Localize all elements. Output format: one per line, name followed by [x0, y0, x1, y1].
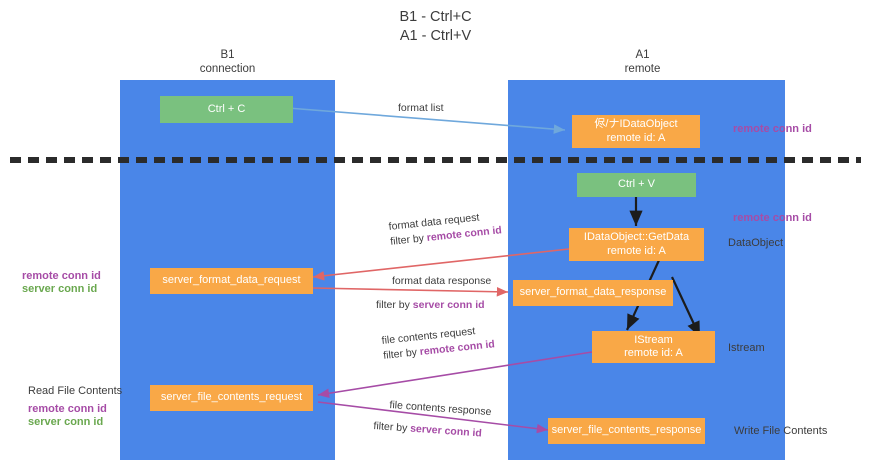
- arrow-file-contents-request: [317, 351, 593, 399]
- annotation-left-bottom-server-conn-id: server conn id: [28, 416, 104, 428]
- arrow-format-list: [274, 106, 566, 134]
- edge-label-filter-prefix-3: filter by: [382, 346, 421, 362]
- lane-header-b1: B1 connection: [199, 49, 256, 75]
- annotation-write-file-contents: Write File Contents: [734, 425, 828, 437]
- arrow-response-istream: [671, 276, 701, 338]
- arrow-file-contents-response: [317, 401, 549, 434]
- edge-label-filter-prefix-2: filter by: [376, 299, 413, 311]
- edge-label-filter-key-4: server conn id: [409, 422, 483, 440]
- arrow-format-data-request: [312, 247, 579, 281]
- annotation-left-bottom-remote-conn-id: remote conn id: [28, 403, 107, 415]
- node-server-format-data-response[interactable]: server_format_data_response: [513, 280, 673, 306]
- annotation-remote-conn-id-top: remote conn id: [733, 123, 812, 135]
- node-ctrl-c[interactable]: Ctrl + C: [160, 96, 293, 123]
- node-idataobject[interactable]: 侭/ナIDataObject remote id: A: [572, 115, 700, 148]
- annotation-remote-conn-id-mid: remote conn id: [733, 212, 812, 224]
- annotation-read-file-contents: Read File Contents: [28, 385, 123, 397]
- annotation-dataobject: DataObject: [728, 237, 784, 249]
- node-server-file-contents-request[interactable]: server_file_contents_request: [150, 385, 313, 411]
- lane-header-a1: A1 remote: [624, 49, 661, 75]
- edge-label-format-data-response-line1: format data response: [392, 275, 492, 287]
- node-idataobject-getdata[interactable]: IDataObject::GetData remote id: A: [569, 228, 704, 261]
- page-title: B1 - Ctrl+C A1 - Ctrl+V: [399, 9, 472, 44]
- edge-label-filter-key-2: server conn id: [412, 299, 485, 311]
- annotation-istream: Istream: [728, 342, 765, 354]
- edge-label-filter-prefix: filter by: [389, 232, 428, 248]
- node-istream[interactable]: IStream remote id: A: [592, 331, 715, 363]
- edge-label-filter-prefix-4: filter by: [373, 419, 411, 435]
- edge-label-format-data-response: format data response: [392, 274, 491, 289]
- node-server-format-data-request[interactable]: server_format_data_request: [150, 268, 313, 294]
- arrow-format-data-response: [312, 286, 509, 297]
- annotation-left-mid-server-conn-id: server conn id: [22, 283, 98, 295]
- edge-label-format-list: format list: [398, 102, 444, 114]
- node-ctrl-v[interactable]: Ctrl + V: [577, 173, 696, 197]
- node-server-file-contents-response[interactable]: server_file_contents_response: [548, 418, 705, 444]
- annotation-left-mid-remote-conn-id: remote conn id: [22, 270, 101, 282]
- edge-label-format-data-response-filter: filter by server conn id: [376, 298, 485, 313]
